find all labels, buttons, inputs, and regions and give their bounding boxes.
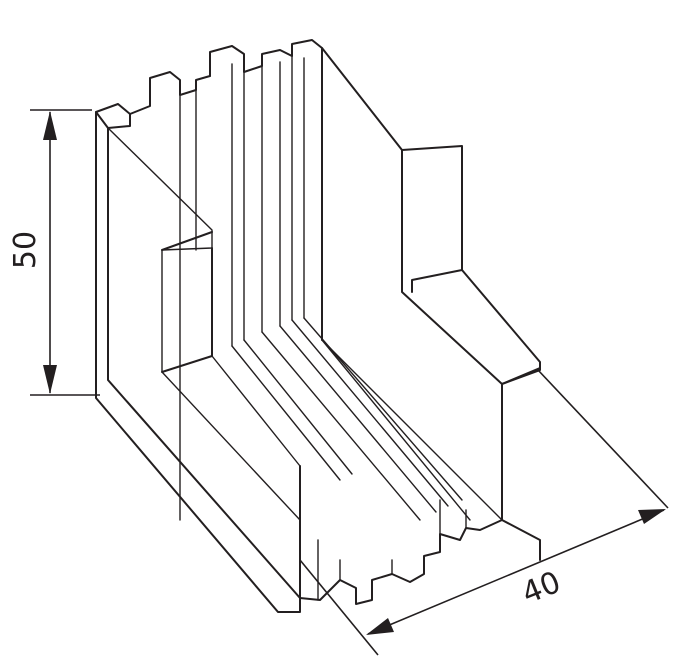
width-dim-line: [367, 509, 665, 635]
width-dimension: 40: [299, 369, 669, 656]
inner-rib-2: [231, 63, 263, 347]
left-flange: [161, 231, 213, 373]
top-lip-left: [129, 71, 211, 115]
left-outer-top: [95, 103, 131, 129]
front-end-profile: [299, 465, 503, 605]
left-outer-panel: [95, 111, 301, 613]
width-ext-left: [299, 559, 379, 656]
left-inner-panel-edge: [107, 127, 301, 521]
top-lip-mid: [209, 39, 323, 341]
height-dimension: 50: [8, 109, 100, 396]
height-arrow-bottom: [43, 365, 57, 394]
floor-slot-2: [261, 317, 471, 521]
right-back-wall: [321, 47, 541, 385]
right-top-flange: [401, 145, 463, 293]
width-arrow-right: [638, 509, 666, 524]
right-outer-flange: [461, 269, 541, 561]
corner-profile-body: [95, 39, 541, 613]
width-ext-right: [537, 369, 669, 509]
inner-rib-1: [179, 89, 197, 521]
height-label: 50: [8, 231, 43, 269]
width-arrow-left: [366, 618, 394, 635]
height-arrow-top: [43, 111, 57, 140]
inner-rib-3: [279, 55, 305, 327]
width-label: 40: [517, 565, 566, 612]
floor-slot-1: [211, 339, 353, 481]
front-inner-walls: [317, 499, 467, 601]
